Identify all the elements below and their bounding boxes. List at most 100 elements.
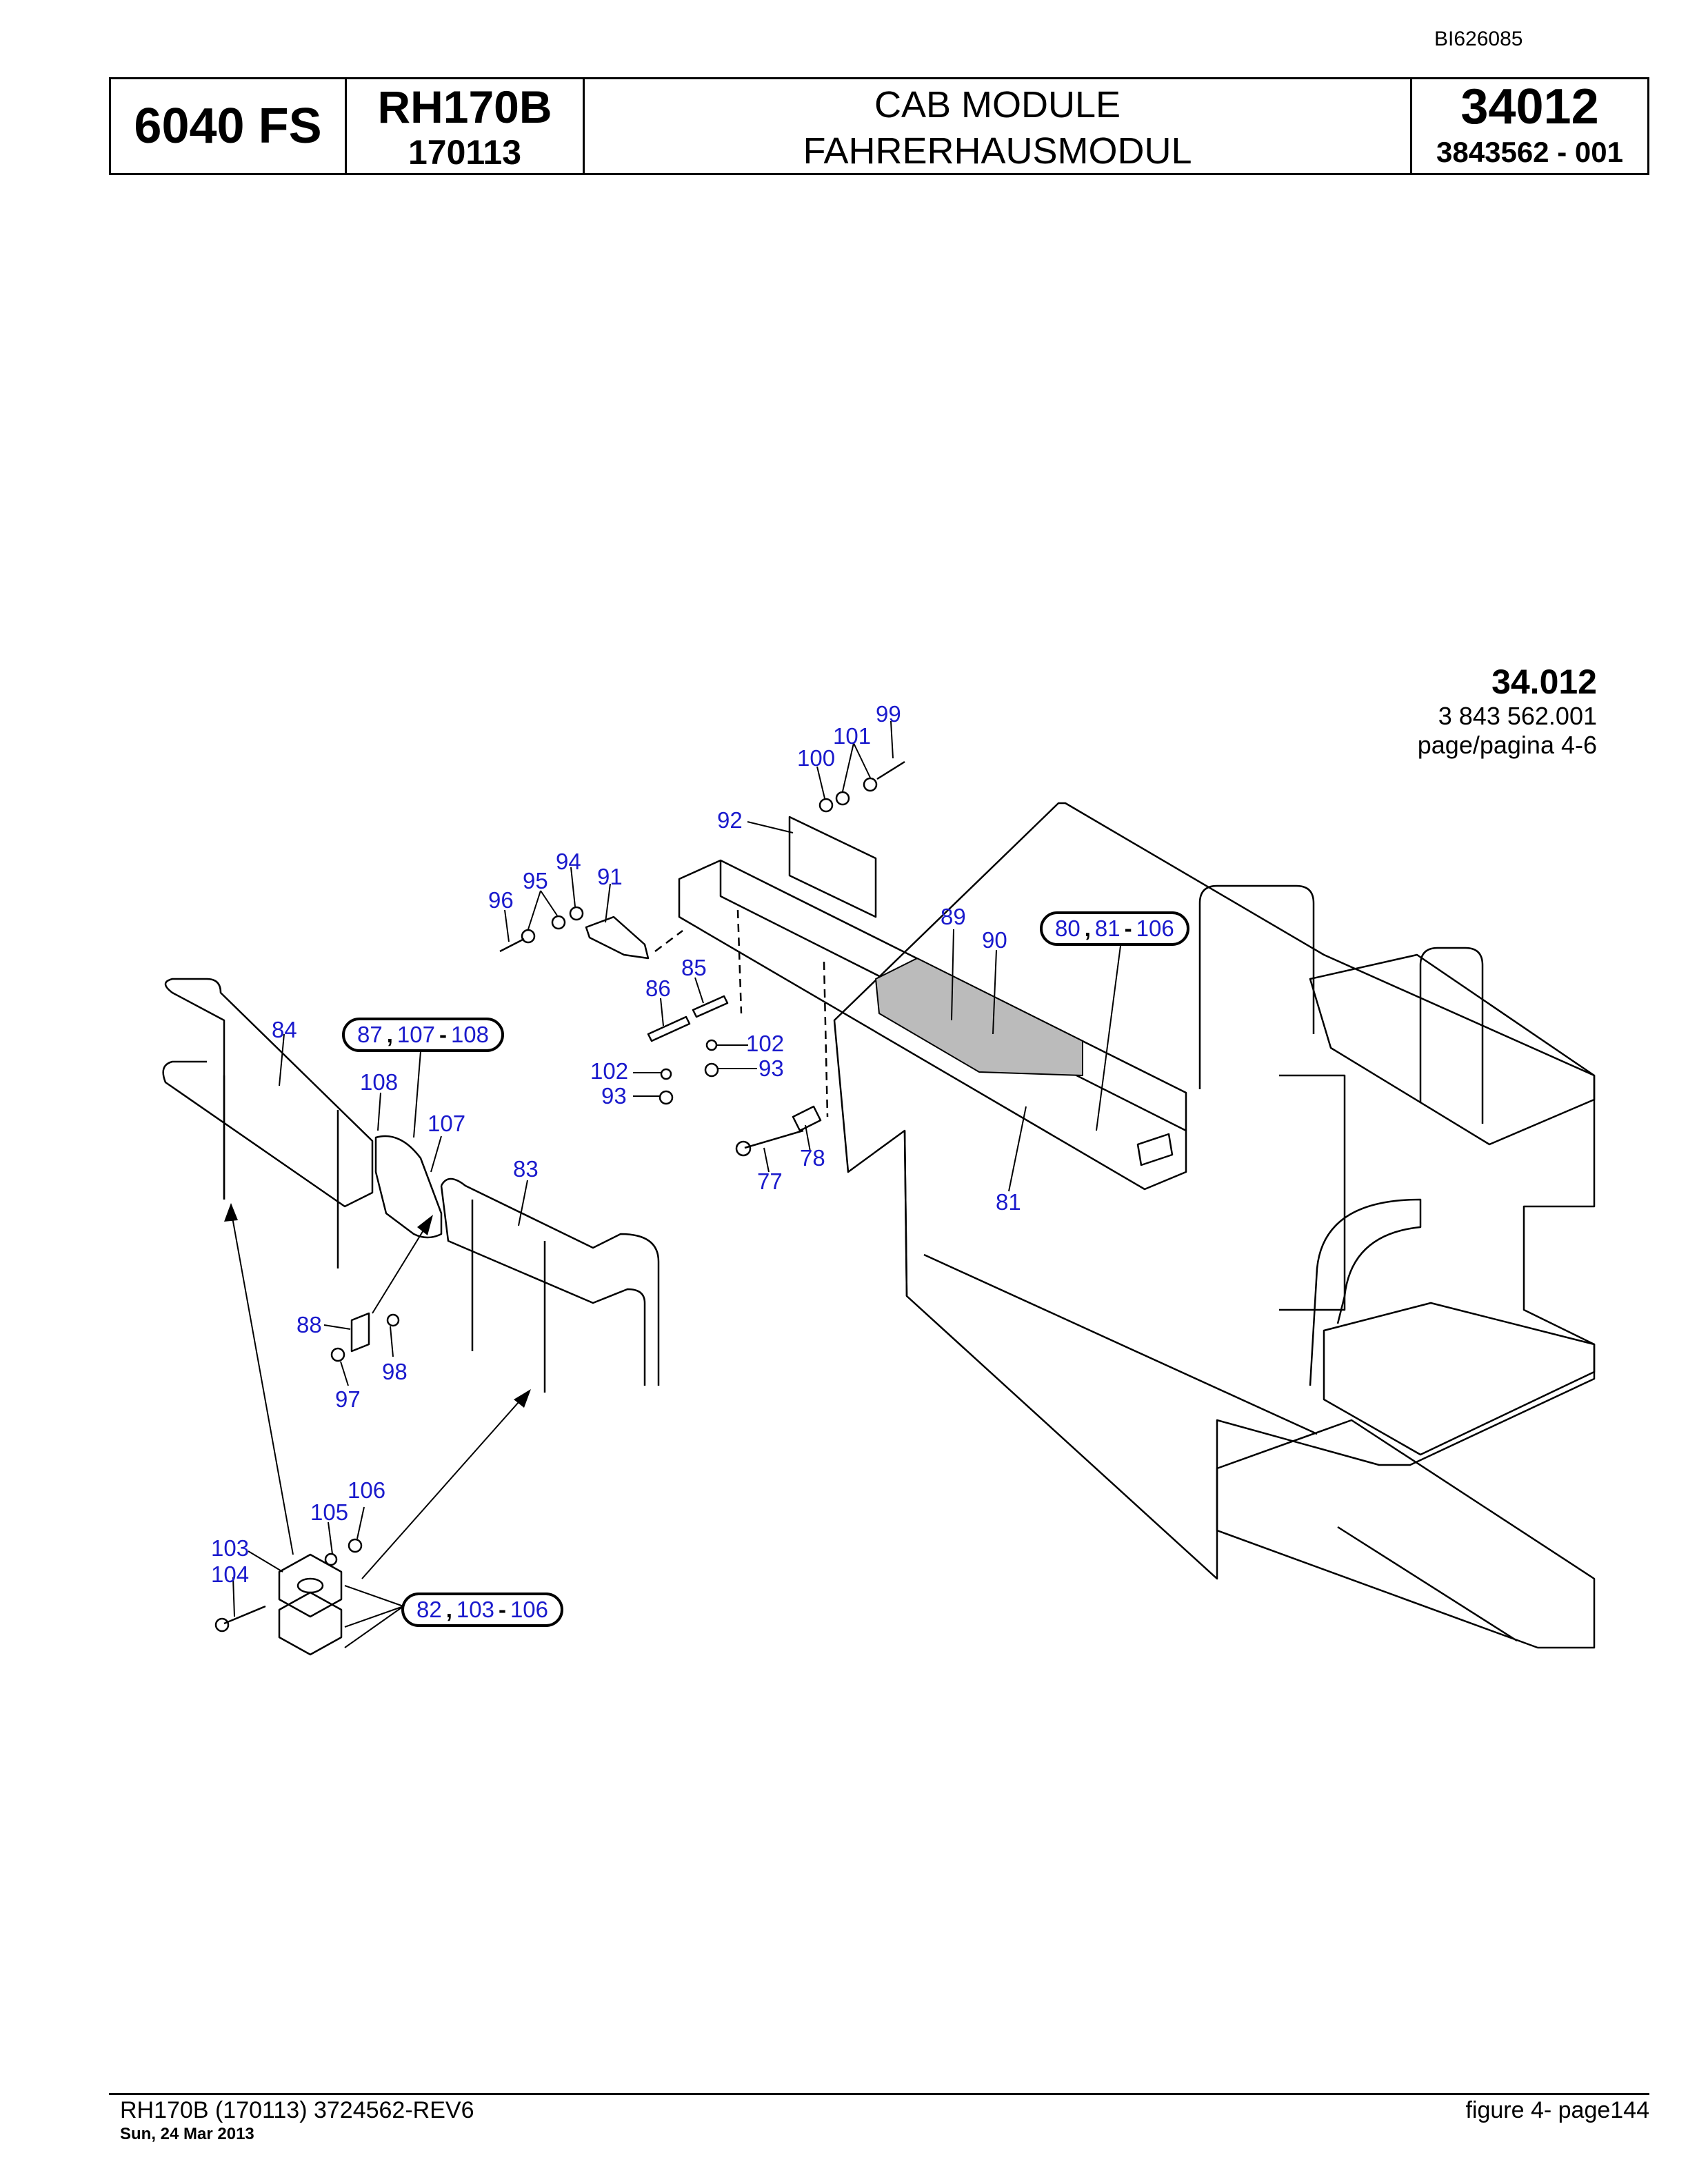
group-number: 34012 <box>1460 79 1599 134</box>
leader-106 <box>356 1506 365 1539</box>
leader-83 <box>518 1180 528 1226</box>
arrowhead-gate <box>417 1215 433 1235</box>
group-item-106: 106 <box>1136 916 1174 941</box>
leader-88 <box>323 1324 351 1330</box>
assembly-line-3 <box>654 930 683 952</box>
bushing-78 <box>792 1105 822 1132</box>
machine-cell: 6040 FS <box>111 79 347 173</box>
footer-divider <box>109 2093 1649 2095</box>
leader-77 <box>763 1147 770 1173</box>
nut-97 <box>330 1347 345 1362</box>
ladder-handrail <box>1309 1198 1422 1386</box>
clamp-82-lower <box>278 1591 343 1656</box>
cab-body-outline <box>833 802 1596 1580</box>
title-german: FAHRERHAUSMODUL <box>803 130 1192 172</box>
leader-105 <box>328 1521 333 1555</box>
group-item-87: 87 <box>357 1022 383 1047</box>
title-cell: CAB MODULE FAHRERHAUSMODUL <box>585 79 1412 173</box>
callout-88: 88 <box>297 1312 322 1337</box>
leader-103 <box>248 1550 283 1573</box>
leader-87-group <box>413 1051 421 1138</box>
leader-85 <box>694 977 704 1004</box>
figure-number: 34.012 <box>1491 663 1597 701</box>
bracket-92 <box>788 816 877 918</box>
callout-102-right: 102 <box>746 1031 785 1056</box>
model-cell: RH170B 170113 <box>347 79 585 173</box>
callout-102-left: 102 <box>590 1058 629 1084</box>
callout-92: 92 <box>717 807 743 833</box>
bracket-91 <box>585 916 650 960</box>
callout-105: 105 <box>310 1499 349 1525</box>
callout-94: 94 <box>556 849 581 874</box>
washer-100 <box>818 798 834 813</box>
callout-93-left: 93 <box>601 1083 627 1109</box>
model-name: RH170B <box>377 81 552 132</box>
cab-window-frame <box>1279 1074 1346 1311</box>
group-callout-87-108: 87,107-108 <box>342 1018 505 1052</box>
group-item-82: 82 <box>416 1597 442 1622</box>
group-item-106b: 106 <box>510 1597 549 1622</box>
step-box-slot <box>1337 1526 1518 1642</box>
bolt-77 <box>744 1129 804 1149</box>
callout-97: 97 <box>335 1386 361 1412</box>
nut-93b <box>704 1062 719 1078</box>
serial-number: 170113 <box>408 133 522 172</box>
leader-86 <box>660 998 664 1027</box>
leader-107 <box>430 1135 442 1173</box>
upper-platform <box>1309 953 1596 1146</box>
bolt-77-head <box>735 1140 752 1157</box>
group-callout-82-106: 82,103-106 <box>401 1593 564 1627</box>
group-item-103: 103 <box>456 1597 494 1622</box>
railing-83 <box>440 1177 660 1386</box>
leader-82-group <box>344 1585 404 1648</box>
callout-99: 99 <box>876 701 901 727</box>
callout-90: 90 <box>982 927 1007 953</box>
leader-94 <box>570 867 576 907</box>
platform-handrail-left <box>1198 884 1315 1089</box>
leader-97 <box>340 1361 349 1386</box>
callout-101: 101 <box>833 723 872 749</box>
washer-102a <box>660 1068 672 1080</box>
leader-101 <box>842 742 871 792</box>
footer-page-ref: figure 4- page144 <box>1465 2097 1649 2123</box>
leader-81 <box>1008 1106 1027 1192</box>
bolt-96 <box>499 938 525 953</box>
figure-part: 3 843 562.001 <box>1438 702 1597 730</box>
group-item-81: 81 <box>1094 916 1121 941</box>
figure-page: page/pagina 4-6 <box>1417 731 1597 759</box>
arrowhead-83 <box>514 1389 531 1408</box>
cab-side-line <box>923 1253 1318 1435</box>
lower-platform <box>1323 1302 1596 1456</box>
cab-front-panel <box>903 1130 908 1297</box>
washer-101b <box>863 777 878 792</box>
leader-98 <box>390 1326 394 1357</box>
callout-83: 83 <box>513 1156 539 1182</box>
plate-85 <box>692 995 729 1018</box>
leader-89 <box>951 929 954 1021</box>
callout-106: 106 <box>348 1477 386 1503</box>
leader-78 <box>805 1124 811 1152</box>
callout-107: 107 <box>428 1111 466 1136</box>
washer-101a <box>835 791 850 806</box>
leader-104 <box>232 1577 235 1617</box>
title-block: 6040 FS RH170B 170113 CAB MODULE FAHRERH… <box>109 77 1649 175</box>
callout-95: 95 <box>523 868 548 893</box>
callout-108: 108 <box>360 1069 399 1095</box>
callout-85: 85 <box>681 955 707 980</box>
nut-94 <box>569 906 584 921</box>
leader-84 <box>279 1033 285 1086</box>
plate-88 <box>350 1312 370 1353</box>
callout-98: 98 <box>382 1359 408 1384</box>
assembly-line-1 <box>736 909 743 1014</box>
callout-91: 91 <box>597 864 623 889</box>
gate-87 <box>374 1135 443 1239</box>
washer-95b <box>551 915 566 930</box>
arrowhead-84 <box>224 1203 238 1222</box>
document-id: BI626085 <box>1434 28 1523 50</box>
footer-date: Sun, 24 Mar 2013 <box>120 2125 254 2143</box>
railing-84 <box>162 978 374 1208</box>
nut-106 <box>348 1538 363 1553</box>
group-cell: 34012 3843562 - 001 <box>1412 79 1647 173</box>
leader-99 <box>890 720 894 759</box>
